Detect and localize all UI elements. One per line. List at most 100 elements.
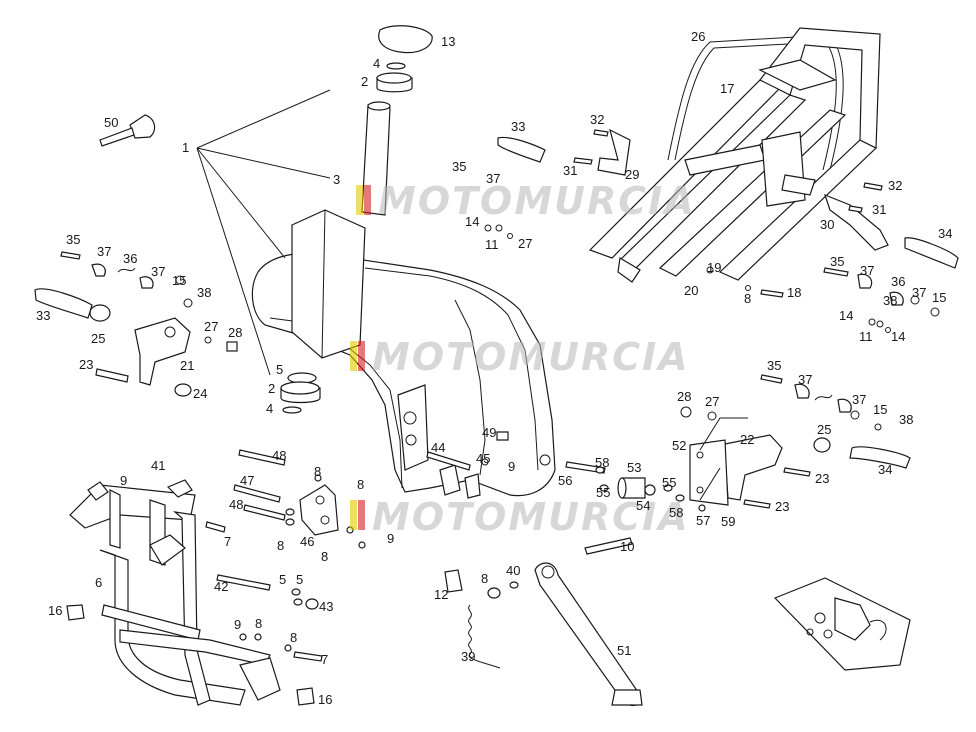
part-label: 8	[255, 616, 262, 631]
part-label: 11	[859, 329, 873, 344]
part-label: 15	[932, 290, 946, 305]
part-label: 9	[508, 459, 515, 474]
part-label: 14	[891, 329, 905, 344]
part-label: 49	[482, 425, 496, 440]
part-label: 47	[240, 473, 254, 488]
part-label: 11	[485, 237, 499, 252]
part-label: 57	[696, 513, 710, 528]
part-number-labels: 13 4 2 1 3 50 33 32 31 29 35 37 26 17 14…	[36, 29, 952, 707]
part-label: 40	[506, 563, 520, 578]
part-label: 43	[319, 599, 333, 614]
part-label: 16	[318, 692, 332, 707]
part-label: 37	[486, 171, 500, 186]
part-label: 27	[705, 394, 719, 409]
part-label: 58	[595, 455, 609, 470]
passenger-peg-parts	[484, 128, 631, 239]
part-label: 28	[228, 325, 242, 340]
hardware-kit-bag	[773, 577, 911, 671]
part-label: 20	[684, 283, 698, 298]
part-label: 17	[720, 81, 734, 96]
steering-stem-parts	[280, 25, 433, 414]
rear-subframe	[588, 27, 881, 283]
engine-mount-hardware	[66, 449, 366, 706]
part-label: 26	[691, 29, 705, 44]
part-label: 34	[938, 226, 952, 241]
part-label: 42	[214, 579, 228, 594]
watermark-flag	[350, 500, 357, 530]
part-label: 38	[197, 285, 211, 300]
part-label: 8	[744, 291, 751, 306]
watermark-flag	[358, 341, 365, 371]
part-label: 30	[820, 217, 834, 232]
watermark-text: MOTOMURCIA	[372, 495, 690, 539]
part-label: 44	[431, 440, 445, 455]
part-label: 41	[151, 458, 165, 473]
watermark-flag	[364, 185, 371, 215]
side-stand-assembly	[444, 537, 643, 707]
part-label: 23	[79, 357, 93, 372]
part-label: 12	[434, 587, 448, 602]
part-label: 34	[878, 462, 892, 477]
part-label: 18	[787, 285, 801, 300]
part-label: 35	[830, 254, 844, 269]
watermark-flag	[350, 341, 357, 371]
leader-lines	[196, 89, 748, 501]
watermark-text: MOTOMURCIA	[372, 335, 690, 379]
part-label: 53	[627, 460, 641, 475]
part-label: 31	[872, 202, 886, 217]
part-label: 8	[321, 549, 328, 564]
part-label: 4	[266, 401, 273, 416]
part-label: 58	[669, 505, 683, 520]
part-label: 14	[839, 308, 853, 323]
part-label: 55	[662, 475, 676, 490]
part-label: 7	[321, 652, 328, 667]
part-label: 6	[95, 575, 102, 590]
part-label: 8	[314, 464, 321, 479]
watermarks: MOTOMURCIA MOTOMURCIA MOTOMURCIA	[350, 179, 694, 539]
right-bracket-assembly	[680, 374, 911, 509]
part-label: 9	[387, 531, 394, 546]
watermark-flag	[356, 185, 363, 215]
swingarm-pivot-parts	[426, 431, 706, 512]
part-label: 55	[596, 485, 610, 500]
part-label: 48	[272, 448, 286, 463]
part-label: 48	[229, 497, 243, 512]
part-label: 16	[48, 603, 62, 618]
part-label: 27	[518, 236, 532, 251]
part-label: 39	[461, 649, 475, 664]
part-label: 9	[234, 617, 241, 632]
part-label: 25	[817, 422, 831, 437]
part-label: 8	[277, 538, 284, 553]
part-label: 46	[300, 534, 314, 549]
part-label: 5	[276, 362, 283, 377]
part-label: 36	[891, 274, 905, 289]
part-label: 19	[707, 260, 721, 275]
part-label: 38	[883, 293, 897, 308]
part-label: 37	[151, 264, 165, 279]
part-label: 50	[104, 115, 118, 130]
part-label: 28	[677, 389, 691, 404]
part-label: 5	[296, 572, 303, 587]
part-label: 56	[558, 473, 572, 488]
part-label: 37	[798, 372, 812, 387]
part-label: 35	[66, 232, 80, 247]
part-label: 36	[123, 251, 137, 266]
part-label: 21	[180, 358, 194, 373]
part-label: 8	[357, 477, 364, 492]
left-footpeg-assembly	[34, 251, 238, 397]
part-label: 2	[268, 381, 275, 396]
part-label: 37	[852, 392, 866, 407]
watermark-flag	[358, 500, 365, 530]
part-label: 33	[36, 308, 50, 323]
part-label: 23	[775, 499, 789, 514]
part-label: 14	[465, 214, 479, 229]
part-label: 5	[279, 572, 286, 587]
part-label: 54	[636, 498, 650, 513]
part-label: 4	[373, 56, 380, 71]
engine-cradle	[69, 479, 281, 706]
part-label: 23	[815, 471, 829, 486]
right-footpeg-assembly	[706, 182, 959, 333]
part-label: 38	[899, 412, 913, 427]
